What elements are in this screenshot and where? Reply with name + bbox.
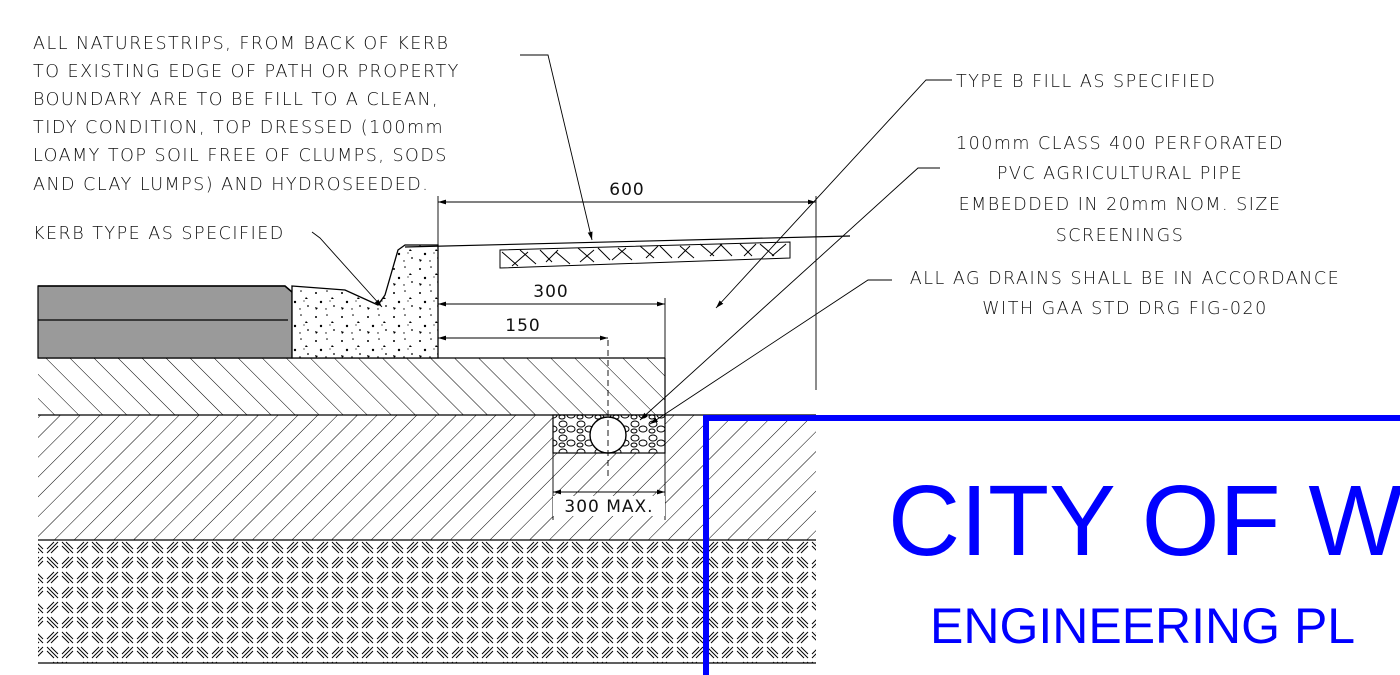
dimension-300: 300 xyxy=(438,282,666,358)
svg-text:EMBEDDED IN 20mm NOM. SIZE: EMBEDDED IN 20mm NOM. SIZE xyxy=(959,195,1282,215)
svg-text:PVC AGRICULTURAL PIPE: PVC AGRICULTURAL PIPE xyxy=(997,164,1243,184)
subgrade-weave-layer xyxy=(38,539,816,664)
svg-text:100mm CLASS 400 PERFORATED: 100mm CLASS 400 PERFORATED xyxy=(956,134,1284,154)
dimension-600: 600 xyxy=(437,180,817,390)
note-fill: TYPE B FILL AS SPECIFIED xyxy=(715,72,1216,309)
title-block: CITY OF W ENGINEERING PL xyxy=(703,415,1400,675)
svg-text:BOUNDARY ARE TO BE FILL TO A C: BOUNDARY ARE TO BE FILL TO A CLEAN, xyxy=(33,90,439,110)
naturestrip-line-6: AND CLAY LUMPS) AND HYDROSEEDED. xyxy=(33,175,429,195)
dimension-300-max: 300 MAX. xyxy=(552,453,666,520)
dimension-150: 150 xyxy=(438,316,608,341)
topsoil-dressing xyxy=(404,235,851,269)
pipe-line-4: SCREENINGS xyxy=(1056,226,1185,246)
concrete-kerb xyxy=(291,244,439,359)
naturestrip-line-4: TIDY CONDITION, TOP DRESSED (100mm xyxy=(33,118,444,138)
pipe-line-2: PVC AGRICULTURAL PIPE xyxy=(997,164,1243,184)
svg-text:SCREENINGS: SCREENINGS xyxy=(1056,226,1185,246)
title-block-border xyxy=(703,415,1400,675)
svg-text:AND CLAY LUMPS) AND HYDROSEEDE: AND CLAY LUMPS) AND HYDROSEEDED. xyxy=(33,175,429,195)
note-kerb: KERB TYPE AS SPECIFIED xyxy=(33,224,383,308)
pipe-line-1: 100mm CLASS 400 PERFORATED xyxy=(956,134,1284,154)
fill-note-text: TYPE B FILL AS SPECIFIED xyxy=(956,72,1216,92)
kerb-note-text: KERB TYPE AS SPECIFIED xyxy=(33,224,285,244)
naturestrip-line-1: ALL NATURESTRIPS, FROM BACK OF KERB xyxy=(33,34,449,54)
note-pipe: 100mm CLASS 400 PERFORATED PVC AGRICULTU… xyxy=(639,134,1284,421)
note-ag-drains: ALL AG DRAINS SHALL BE IN ACCORDANCE WIT… xyxy=(649,269,1340,425)
svg-text:TO EXISTING EDGE OF PATH OR PR: TO EXISTING EDGE OF PATH OR PROPERTY xyxy=(33,62,460,82)
title-block-subtitle: ENGINEERING PL xyxy=(930,598,1355,654)
ag-drains-line-1: ALL AG DRAINS SHALL BE IN ACCORDANCE xyxy=(910,269,1340,289)
ag-drains-line-2: WITH GAA STD DRG FIG-020 xyxy=(982,299,1268,319)
svg-text:ALL AG DRAINS SHALL BE IN ACCO: ALL AG DRAINS SHALL BE IN ACCORDANCE xyxy=(910,269,1340,289)
ag-drain-trench xyxy=(552,340,666,480)
fill-layer-hatch xyxy=(38,357,666,415)
svg-text:TIDY CONDITION, TOP DRESSED (1: TIDY CONDITION, TOP DRESSED (100mm xyxy=(33,118,444,138)
pavement-layers xyxy=(37,285,293,359)
dimension-300-max-label: 300 MAX. xyxy=(564,497,653,517)
title-block-title: CITY OF W xyxy=(888,465,1400,577)
natural-ground-hatch-layer xyxy=(38,414,816,540)
naturestrip-line-3: BOUNDARY ARE TO BE FILL TO A CLEAN, xyxy=(33,90,439,110)
naturestrip-line-5: LOAMY TOP SOIL FREE OF CLUMPS, SODS xyxy=(33,146,448,166)
naturestrip-line-2: TO EXISTING EDGE OF PATH OR PROPERTY xyxy=(33,62,460,82)
note-naturestrip: ALL NATURESTRIPS, FROM BACK OF KERB TO E… xyxy=(33,34,593,241)
pipe-line-3: EMBEDDED IN 20mm NOM. SIZE xyxy=(959,195,1282,215)
svg-text:ALL NATURESTRIPS, FROM BACK OF: ALL NATURESTRIPS, FROM BACK OF KERB xyxy=(33,34,449,54)
dimension-150-label: 150 xyxy=(505,316,540,336)
dimension-300-label: 300 xyxy=(533,282,568,302)
svg-text:LOAMY TOP SOIL FREE OF CLUMPS,: LOAMY TOP SOIL FREE OF CLUMPS, SODS xyxy=(33,146,448,166)
dimension-600-label: 600 xyxy=(609,180,644,200)
svg-text:WITH GAA STD DRG FIG-020: WITH GAA STD DRG FIG-020 xyxy=(982,299,1268,319)
